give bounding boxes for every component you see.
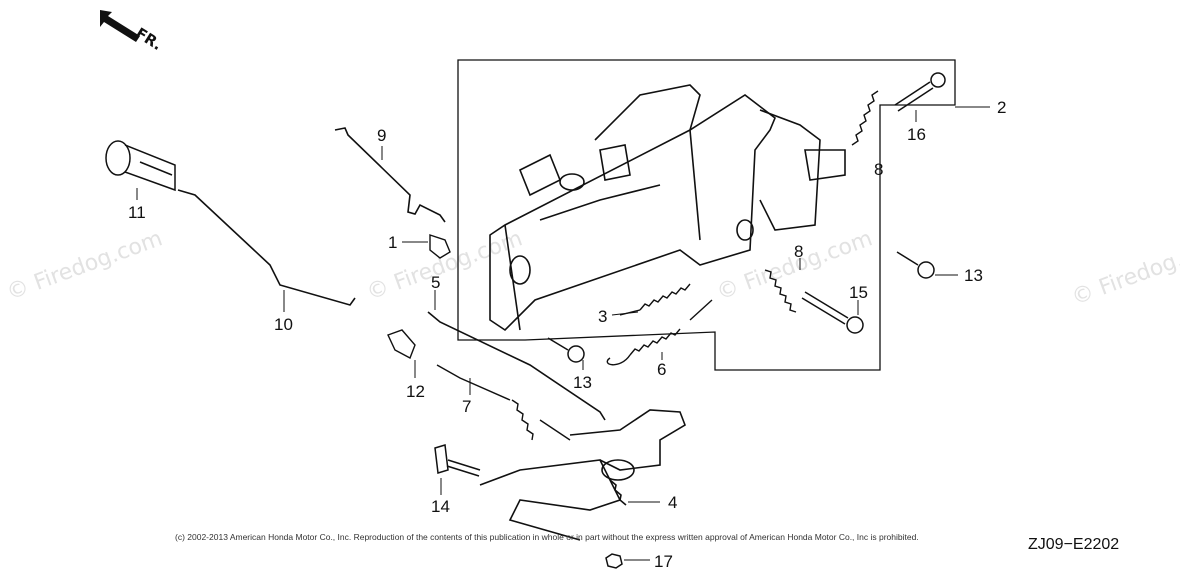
callout-17: 17	[654, 552, 673, 571]
watermark-right: © Firedog.com	[1069, 231, 1180, 310]
callout-13-left: 13	[573, 373, 592, 392]
spring-3	[619, 283, 691, 316]
part2-outline	[457, 59, 956, 371]
spring-8-upper	[851, 90, 879, 146]
callout-1: 1	[388, 233, 397, 252]
governor-bracket	[489, 84, 846, 332]
leader-lines	[136, 110, 958, 561]
rod-10	[177, 189, 356, 306]
governor-arm-4	[479, 409, 686, 541]
nut-17	[605, 553, 623, 569]
callout-2: 2	[997, 98, 1006, 117]
callout-8-lower: 8	[794, 242, 803, 261]
callout-12: 12	[406, 382, 425, 401]
diagram-code: ZJ09−E2202	[1028, 536, 1120, 553]
callout-9: 9	[377, 126, 386, 145]
bolt-15	[801, 291, 864, 334]
copyright-notice: (c) 2002-2013 American Honda Motor Co., …	[175, 532, 919, 542]
callout-8-upper: 8	[874, 160, 883, 179]
callout-15: 15	[849, 283, 868, 302]
callout-11: 11	[128, 203, 146, 222]
callout-10: 10	[274, 315, 293, 334]
clip-12	[387, 329, 416, 359]
callout-13-right: 13	[964, 266, 983, 285]
callout-16: 16	[907, 125, 926, 144]
bolt-14	[434, 444, 481, 477]
bolt-16	[894, 72, 946, 112]
callout-numbers: 1 2 3 4 5 6 7 8 8 9 10 11 12 13 13 14 15…	[128, 98, 1006, 571]
spring-8-lower	[764, 269, 797, 313]
callout-3: 3	[598, 307, 607, 326]
spring-6	[606, 299, 713, 366]
clip-1	[429, 234, 451, 259]
callout-5: 5	[431, 273, 440, 292]
bolt-13-left	[547, 337, 585, 363]
spring-rod-7	[436, 364, 571, 441]
callout-7: 7	[462, 397, 471, 416]
watermark-left: © Firedog.com	[4, 226, 166, 305]
bolt-13-right	[896, 251, 935, 279]
callout-14: 14	[431, 497, 450, 516]
choke-knob-11	[105, 140, 176, 192]
watermarks: © Firedog.com © Firedog.com © Firedog.co…	[4, 226, 1180, 310]
callout-4: 4	[668, 493, 677, 512]
rod-5	[427, 311, 606, 421]
front-arrow-icon	[100, 10, 140, 42]
rod-9	[334, 127, 446, 223]
callout-6: 6	[657, 360, 666, 379]
